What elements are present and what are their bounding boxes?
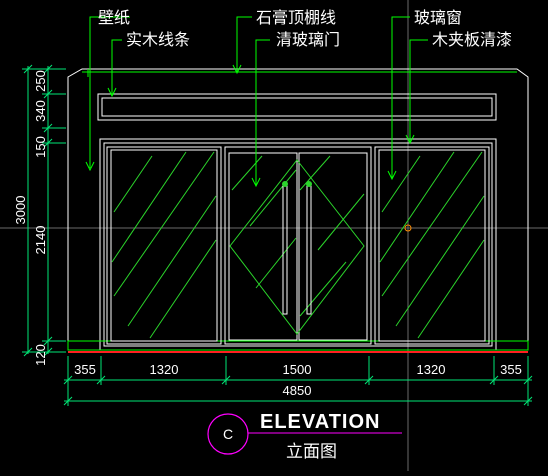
dim-tick [221,375,231,385]
wood-trim-band-inner [101,97,493,117]
hatch-line [149,239,217,339]
door-diamond-pattern [229,159,365,335]
glass-door-leaf-left [228,152,298,341]
dim-tick [43,123,53,133]
dim-horizontal-2: 1500 [283,362,312,377]
dim-tick [63,375,73,385]
glass-door-leaf-right [298,152,368,341]
dim-horizontal-1: 1320 [150,362,179,377]
horizontal-dimensions: 355 1320 1500 1320 355 4850 [63,356,533,406]
dim-vertical-total: 3000 [13,196,28,225]
dim-tick [63,396,73,406]
leader-glass-window [391,16,410,178]
section-marker-letter: C [223,426,233,442]
door-handle-right [306,185,312,315]
title-subtitle: 立面图 [286,442,337,462]
dim-tick [364,375,374,385]
dim-vertical-1: 340 [33,100,48,122]
opening-frame-outer [99,138,497,351]
dim-horizontal-4: 355 [500,362,522,377]
arrow-gypsum [232,64,242,75]
arrow-clear-glass-door [251,177,261,188]
arrow-wallpaper [85,161,95,172]
glass-hatching [111,151,485,339]
dim-tick [43,336,53,346]
hatch-line [417,239,485,339]
leader-gypsum [236,16,252,72]
title-block: C ELEVATION 立面图 [207,411,402,462]
skirting-base [67,340,529,351]
vertical-dimensions: 3000 250 340 150 2140 120 [13,64,66,366]
dim-vertical-0: 250 [33,70,48,92]
leader-veneer [409,39,428,142]
glass-window-left-inner [110,149,218,342]
glass-door [229,159,365,335]
dim-tick [523,396,533,406]
label-clear-glass-door: 清玻璃门 [276,30,340,49]
label-wallpaper: 壁纸 [98,8,130,27]
wood-trim-band-outer [97,93,497,121]
arrow-veneer [405,134,415,145]
dim-tick [23,64,33,74]
dim-horizontal-3: 1320 [417,362,446,377]
dim-tick [43,138,53,148]
hatch-line [113,155,153,213]
hatch-line [381,151,483,297]
label-veneer-clear-paint: 木夹板清漆 [432,30,512,49]
annotation-labels: 壁纸 实木线条 石膏顶棚线 清玻璃门 玻璃窗 木夹板清漆 [98,8,512,49]
section-marker-circle [207,413,249,455]
dim-vertical-2: 150 [33,136,48,158]
dim-horizontal-total: 4850 [283,383,312,398]
leader-clear-glass-door [255,39,270,185]
arrow-wood-trim [107,87,117,98]
label-glass-window: 玻璃窗 [414,8,462,27]
dim-vertical-3: 2140 [33,226,48,255]
hatch-line [113,151,215,297]
hatch-line [299,261,347,317]
hatch-line [127,195,217,327]
label-wood-trim: 实木线条 [126,30,190,49]
hatch-line [395,195,485,327]
cursor-marker [404,224,412,232]
hatch-line [231,155,263,191]
dim-tick [43,347,53,357]
glass-window-right-inner [378,149,486,342]
handle-cap-right [306,181,312,187]
title-elevation: ELEVATION [260,411,380,433]
dim-tick [43,64,53,74]
hatch-line [379,151,455,263]
hatch-line [255,237,297,289]
leader-lines [85,16,428,188]
opening-frame-inner [103,142,493,347]
arrow-glass-window [387,170,397,181]
dim-tick [523,375,533,385]
wall-outline [67,68,529,353]
leader-wood-trim [111,39,122,95]
hatch-line [299,155,331,191]
dim-tick [489,375,499,385]
leader-wallpaper [89,16,130,168]
dim-tick [23,347,33,357]
hatch-line [381,155,421,213]
handle-cap-left [282,181,288,187]
glass-panels [106,146,490,345]
dim-horizontal-0: 355 [74,362,96,377]
dim-vertical-4: 120 [33,344,48,366]
glass-window-right [374,146,490,345]
hatch-line [317,193,365,251]
dim-tick [43,89,53,99]
label-gypsum-ceiling-line: 石膏顶棚线 [256,8,336,27]
wall-edge [67,68,529,350]
glass-door-frame [224,146,372,345]
hatch-line [249,169,297,227]
glass-window-left [106,146,222,345]
hatch-line [111,151,187,263]
dim-tick [96,375,106,385]
